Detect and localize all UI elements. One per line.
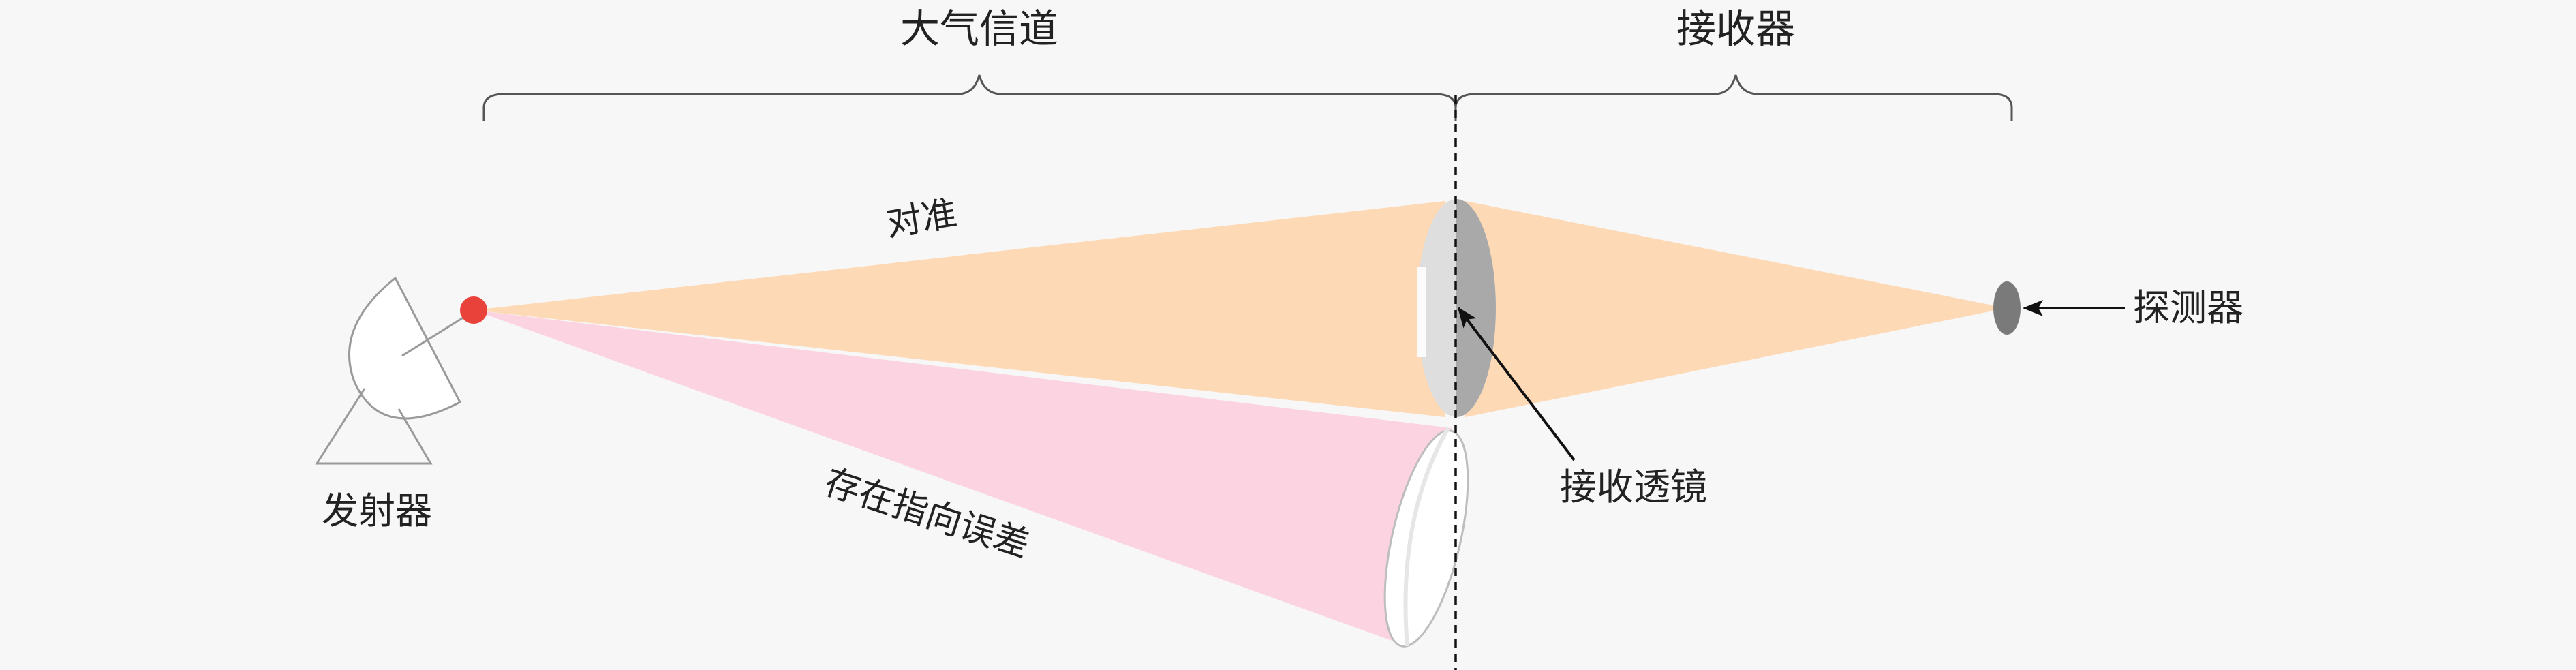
transmitter-label: 发射器	[322, 489, 432, 532]
detector-label: 探测器	[2133, 286, 2243, 329]
error-beam-end-shade	[1403, 427, 1450, 647]
pointing-error-beam	[474, 310, 1452, 646]
aligned-beam-to-detector	[1465, 201, 2007, 417]
receiving-lens-highlight	[1417, 267, 1426, 357]
atmospheric-channel-bracket	[482, 74, 1457, 121]
atmospheric-channel-label: 大气信道	[900, 5, 1058, 52]
receiving-lens-label: 接收透镜	[1560, 466, 1707, 508]
receiver-label: 接收器	[1676, 5, 1795, 52]
detector-ellipse-icon	[1993, 281, 2021, 335]
satellite-dish-icon	[315, 276, 468, 465]
aligned-label: 对准	[883, 193, 960, 245]
lens-pointer-arrow	[1457, 307, 1576, 461]
receiver-bracket	[1454, 74, 2013, 121]
aligned-beam-to-lens	[474, 201, 1445, 417]
laser-source-dot	[460, 296, 487, 324]
